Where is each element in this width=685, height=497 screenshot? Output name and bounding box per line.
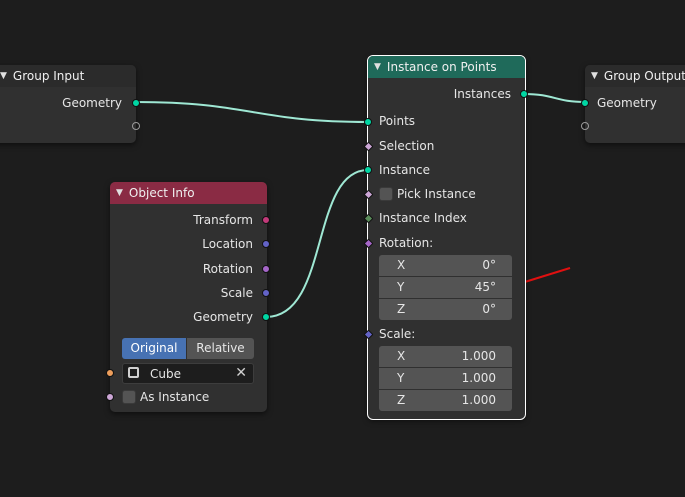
instance-input-socket[interactable] bbox=[364, 166, 372, 174]
instance-index-label: Instance Index bbox=[379, 211, 467, 225]
output-rotation-label: Rotation bbox=[202, 262, 253, 276]
empty-input-socket[interactable] bbox=[581, 122, 589, 130]
clear-icon[interactable]: ✕ bbox=[235, 365, 247, 381]
axis-value: 1.000 bbox=[461, 393, 496, 407]
input-geometry-label: Geometry bbox=[597, 96, 657, 110]
chevron-down-icon[interactable]: ▼ bbox=[0, 71, 7, 81]
object-info-node[interactable]: ▼ Object Info Transform Location Rotatio… bbox=[106, 182, 270, 412]
axis-label: X bbox=[397, 349, 406, 363]
cube-object-icon bbox=[128, 367, 139, 378]
group-output-node[interactable]: ▼ Group Output Geometry bbox=[581, 65, 685, 143]
object-field-value: Cube bbox=[150, 367, 181, 381]
as-instance-label: As Instance bbox=[140, 390, 210, 404]
output-transform-label: Transform bbox=[193, 213, 253, 227]
node-header[interactable]: ▼ Group Input bbox=[0, 65, 136, 87]
location-output-socket[interactable] bbox=[262, 240, 270, 248]
rotation-label: Rotation: bbox=[379, 236, 434, 250]
selection-label: Selection bbox=[379, 139, 435, 153]
pick-instance-label: Pick Instance bbox=[397, 187, 476, 201]
mode-original-button[interactable]: Original bbox=[122, 338, 186, 359]
link-geometry-to-instance[interactable] bbox=[265, 169, 369, 318]
scale-x-field[interactable]: X 1.000 bbox=[379, 346, 512, 367]
axis-value: 0° bbox=[482, 258, 496, 272]
group-input-node[interactable]: ▼ Group Input Geometry bbox=[0, 65, 140, 143]
link-geometry-to-points[interactable] bbox=[135, 101, 369, 123]
mode-relative-button[interactable]: Relative bbox=[187, 338, 254, 359]
axis-label: Z bbox=[397, 393, 406, 407]
instance-label: Instance bbox=[379, 163, 431, 177]
axis-value: 1.000 bbox=[461, 349, 496, 363]
axis-value: 0° bbox=[482, 302, 496, 316]
node-title: Object Info bbox=[128, 186, 195, 200]
axis-value: 1.000 bbox=[461, 371, 496, 385]
node-header[interactable]: ▼ Group Output bbox=[585, 65, 685, 87]
axis-label: Y bbox=[397, 280, 405, 294]
chevron-down-icon[interactable]: ▼ bbox=[374, 62, 381, 72]
axis-label: Y bbox=[397, 371, 405, 385]
points-input-socket[interactable] bbox=[364, 118, 372, 126]
node-header[interactable]: ▼ Object Info bbox=[110, 182, 267, 204]
scale-label: Scale: bbox=[379, 327, 416, 341]
output-location-label: Location bbox=[202, 237, 253, 251]
rotation-x-field[interactable]: X 0° bbox=[379, 255, 512, 276]
geometry-output-socket[interactable] bbox=[262, 313, 270, 321]
rotation-y-field[interactable]: Y 45° bbox=[379, 277, 512, 298]
points-label: Points bbox=[379, 114, 416, 128]
instance-on-points-node[interactable]: ▼ Instance on Points Instances Points Se… bbox=[363, 55, 528, 420]
as-instance-input-socket[interactable] bbox=[106, 393, 114, 401]
axis-value: 45° bbox=[474, 280, 496, 294]
object-field[interactable]: Cube ✕ bbox=[122, 363, 254, 384]
axis-label: X bbox=[397, 258, 406, 272]
geometry-input-socket[interactable] bbox=[581, 99, 589, 107]
empty-output-socket[interactable] bbox=[132, 122, 140, 130]
link-instances-to-output[interactable] bbox=[523, 93, 586, 103]
node-title: Instance on Points bbox=[386, 60, 497, 74]
chevron-down-icon[interactable]: ▼ bbox=[591, 71, 598, 81]
axis-label: Z bbox=[397, 302, 406, 316]
node-title: Group Output bbox=[603, 69, 685, 83]
output-instances-label: Instances bbox=[453, 87, 511, 101]
geometry-output-socket[interactable] bbox=[132, 99, 140, 107]
instances-output-socket[interactable] bbox=[520, 90, 528, 98]
scale-z-field[interactable]: Z 1.000 bbox=[379, 390, 512, 411]
rotation-output-socket[interactable] bbox=[262, 265, 270, 273]
scale-y-field[interactable]: Y 1.000 bbox=[379, 368, 512, 389]
output-scale-label: Scale bbox=[220, 286, 253, 300]
scale-output-socket[interactable] bbox=[262, 289, 270, 297]
output-geometry-label: Geometry bbox=[62, 96, 122, 110]
node-header[interactable]: ▼ Instance on Points bbox=[368, 56, 525, 78]
pick-instance-checkbox[interactable] bbox=[379, 187, 393, 201]
output-geometry-label: Geometry bbox=[193, 310, 253, 324]
rotation-z-field[interactable]: Z 0° bbox=[379, 299, 512, 320]
object-input-socket[interactable] bbox=[106, 369, 114, 377]
as-instance-checkbox[interactable] bbox=[122, 390, 136, 404]
chevron-down-icon[interactable]: ▼ bbox=[116, 188, 123, 198]
transform-output-socket[interactable] bbox=[262, 216, 270, 224]
node-title: Group Input bbox=[12, 69, 85, 83]
